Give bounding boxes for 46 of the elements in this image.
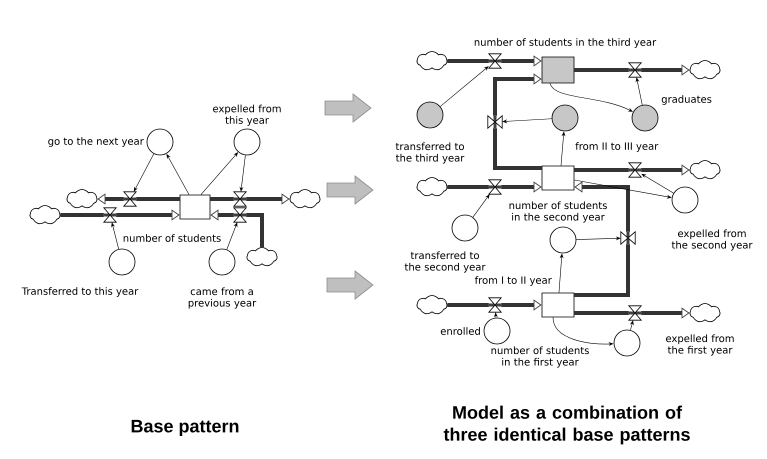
valve-symbol — [628, 305, 642, 321]
converter-label: Transferred to this year — [22, 287, 138, 297]
converter-label: expelled from the second year — [672, 229, 753, 251]
flow-pipe — [136, 197, 180, 201]
valve-symbol — [232, 191, 248, 207]
cloud-symbol — [246, 247, 278, 266]
cloud-symbol — [416, 51, 448, 70]
title-text: Model as a combination of three identical base patterns — [444, 406, 690, 444]
flow-pipe — [574, 244, 630, 297]
flow-pipe — [246, 213, 264, 248]
flow-pipe — [210, 197, 234, 201]
stock-label: number of students in the second year — [510, 201, 607, 223]
flow-pipe — [574, 68, 629, 72]
flow-pipe — [60, 213, 104, 217]
valve-symbol — [488, 297, 502, 313]
cloud-symbol — [416, 295, 448, 314]
stock-label: number of students — [124, 234, 221, 242]
converter-label: transferred to the third year — [396, 142, 464, 164]
valve-symbol — [232, 207, 248, 223]
converter-label: from II to III year — [575, 142, 658, 152]
converter-label: expelled from this year — [213, 104, 281, 126]
cloud-symbol — [416, 177, 448, 196]
converter-label: came from a previous year — [188, 287, 256, 309]
stock-label: number of students in the first year — [492, 346, 589, 368]
converter-label: expelled from the first year — [666, 334, 734, 356]
converter-label: graduates — [662, 95, 712, 105]
converter-label: enrolled — [440, 327, 480, 335]
converter-label: from I to II year — [474, 276, 552, 286]
title-text: Base pattern — [132, 420, 238, 436]
valve-symbol — [102, 207, 118, 223]
valve-symbol — [488, 179, 502, 195]
cloud-symbol — [30, 205, 60, 224]
flow-pipe — [574, 311, 629, 315]
valve-symbol — [628, 62, 642, 78]
valve-symbol — [628, 162, 642, 178]
stock-label: number of students in the third year — [474, 38, 656, 48]
flow-pipe — [493, 128, 542, 170]
flow-pipe — [447, 303, 489, 307]
flow-pipe — [447, 185, 489, 189]
flow-pipe — [447, 59, 489, 63]
flow-pipe — [574, 168, 629, 172]
valve-symbol — [488, 53, 502, 69]
converter-label: go to the next year — [48, 137, 144, 147]
valve-symbol — [620, 230, 636, 246]
valve-symbol — [487, 114, 503, 130]
valve-symbol — [122, 191, 138, 207]
